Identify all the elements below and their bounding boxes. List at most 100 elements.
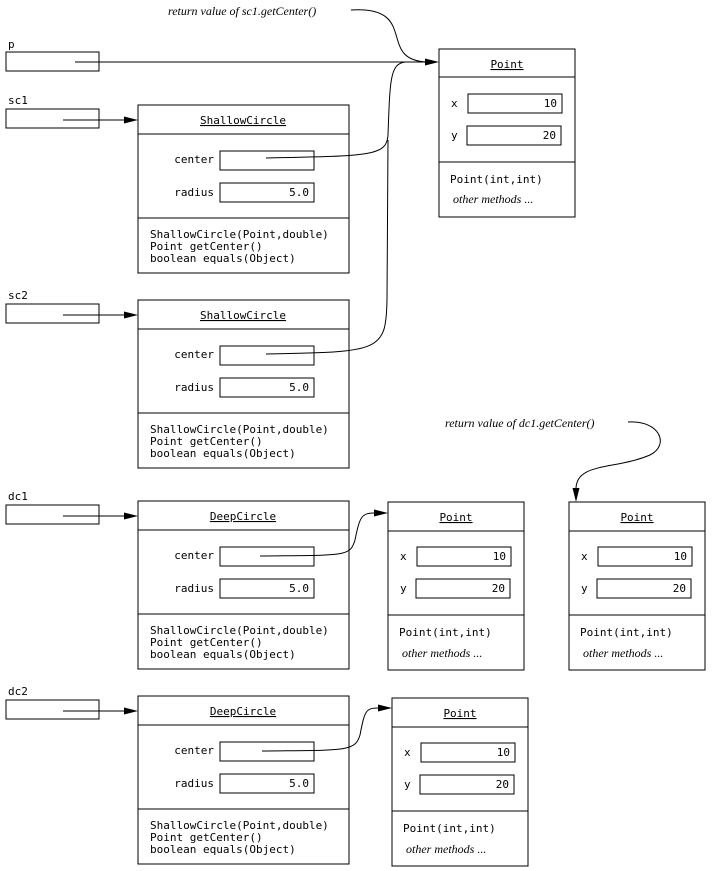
- method-label: Point getCenter(): [150, 240, 263, 253]
- sc1-annotation-curve: [350, 9, 428, 63]
- point-object-dc1-copy: Point x 10 y 20 Point(int,int) other met…: [387, 501, 525, 671]
- point-object-dc1-getcenter: Point x 10 y 20 Point(int,int) other met…: [568, 501, 706, 671]
- field-y-value: 20: [496, 778, 509, 791]
- field-x-label: x: [404, 746, 411, 759]
- field-radius-value: 5.0: [289, 381, 309, 394]
- field-x-label: x: [451, 97, 458, 110]
- class-name: Point: [490, 58, 523, 71]
- dc1-center-reference: [259, 512, 377, 557]
- field-radius-box: [219, 182, 315, 203]
- field-y-value: 20: [673, 582, 686, 595]
- constructor-label: Point(int,int): [580, 626, 673, 639]
- method-label: ShallowCircle(Point,double): [150, 228, 329, 241]
- field-radius-label: radius: [174, 186, 214, 199]
- field-radius-box: [219, 578, 315, 599]
- field-radius-value: 5.0: [289, 186, 309, 199]
- deepcircle-object-dc1: DeepCircle center radius 5.0 ShallowCirc…: [137, 500, 350, 670]
- variable-label: dc1: [8, 490, 28, 503]
- field-x-value: 10: [497, 746, 510, 759]
- field-y-value: 20: [543, 129, 556, 142]
- field-x-value: 10: [493, 550, 506, 563]
- field-x-label: x: [581, 550, 588, 563]
- class-name: DeepCircle: [210, 705, 276, 718]
- field-x-box: [416, 546, 512, 567]
- reference-box: [5, 303, 100, 324]
- arrowhead: [124, 707, 138, 715]
- field-radius-value: 5.0: [289, 582, 309, 595]
- point-object-dc2-copy: Point x 10 y 20 Point(int,int) other met…: [391, 697, 529, 867]
- arrowhead: [124, 116, 138, 124]
- method-label: boolean equals(Object): [150, 447, 296, 460]
- field-radius-label: radius: [174, 381, 214, 394]
- field-x-value: 10: [674, 550, 687, 563]
- field-y-box: [596, 578, 692, 599]
- field-center-box: [219, 150, 315, 171]
- other-methods-label: other methods ...: [402, 646, 482, 660]
- variable-label: dc2: [8, 685, 28, 698]
- class-name: Point: [439, 511, 472, 524]
- shallowcircle-object-sc2: ShallowCircle center radius 5.0 ShallowC…: [137, 299, 350, 469]
- reference-box: [5, 504, 100, 525]
- method-label: Point getCenter(): [150, 831, 263, 844]
- field-center-box: [219, 741, 315, 762]
- variable-label: sc2: [8, 289, 28, 302]
- field-x-box: [467, 93, 563, 114]
- field-center-label: center: [174, 549, 214, 562]
- field-x-label: x: [400, 550, 407, 563]
- class-name: DeepCircle: [210, 510, 276, 523]
- field-radius-value: 5.0: [289, 777, 309, 790]
- variable-label: p: [8, 38, 15, 51]
- field-y-box: [466, 125, 562, 146]
- field-x-box: [597, 546, 693, 567]
- field-radius-box: [219, 773, 315, 794]
- class-name: ShallowCircle: [200, 309, 286, 322]
- other-methods-label: other methods ...: [453, 192, 533, 206]
- variable-sc2: sc2: [5, 289, 100, 324]
- arrowhead: [572, 488, 580, 502]
- deepcircle-object-dc2: DeepCircle center radius 5.0 ShallowCirc…: [137, 695, 350, 865]
- field-y-value: 20: [492, 582, 505, 595]
- variable-dc2: dc2: [5, 685, 100, 720]
- method-label: ShallowCircle(Point,double): [150, 624, 329, 637]
- constructor-label: Point(int,int): [399, 626, 492, 639]
- class-name: ShallowCircle: [200, 114, 286, 127]
- class-name: Point: [620, 511, 653, 524]
- variable-label: sc1: [8, 94, 28, 107]
- field-radius-box: [219, 377, 315, 398]
- reference-box: [5, 108, 100, 129]
- constructor-label: Point(int,int): [403, 822, 496, 835]
- shallowcircle-object-sc1: ShallowCircle center radius 5.0 ShallowC…: [137, 104, 350, 274]
- field-y-label: y: [451, 129, 458, 142]
- field-center-box: [219, 345, 315, 366]
- class-name: Point: [443, 707, 476, 720]
- dc1-getcenter-annotation: return value of dc1.getCenter(): [445, 416, 595, 430]
- variable-p: p: [5, 38, 100, 72]
- other-methods-label: other methods ...: [583, 646, 663, 660]
- sc1-getcenter-annotation: return value of sc1.getCenter(): [168, 4, 316, 18]
- field-center-label: center: [174, 153, 214, 166]
- field-radius-label: radius: [174, 777, 214, 790]
- field-y-label: y: [400, 582, 407, 595]
- arrowhead: [374, 509, 388, 517]
- arrowhead: [124, 512, 138, 520]
- method-label: boolean equals(Object): [150, 843, 296, 856]
- field-y-label: y: [404, 778, 411, 791]
- method-label: ShallowCircle(Point,double): [150, 423, 329, 436]
- field-center-label: center: [174, 744, 214, 757]
- reference-box: [5, 699, 100, 720]
- method-label: boolean equals(Object): [150, 252, 296, 265]
- field-x-value: 10: [544, 97, 557, 110]
- field-y-box: [415, 578, 511, 599]
- field-center-label: center: [174, 348, 214, 361]
- field-center-box: [219, 546, 315, 567]
- arrowhead: [378, 704, 392, 712]
- field-y-box: [419, 774, 515, 795]
- dc2-center-reference: [261, 707, 381, 752]
- dc1-annotation-curve: [575, 421, 661, 491]
- method-label: Point getCenter(): [150, 435, 263, 448]
- other-methods-label: other methods ...: [406, 842, 486, 856]
- arrowhead: [124, 311, 138, 319]
- variable-sc1: sc1: [5, 94, 100, 129]
- field-radius-label: radius: [174, 582, 214, 595]
- method-label: boolean equals(Object): [150, 648, 296, 661]
